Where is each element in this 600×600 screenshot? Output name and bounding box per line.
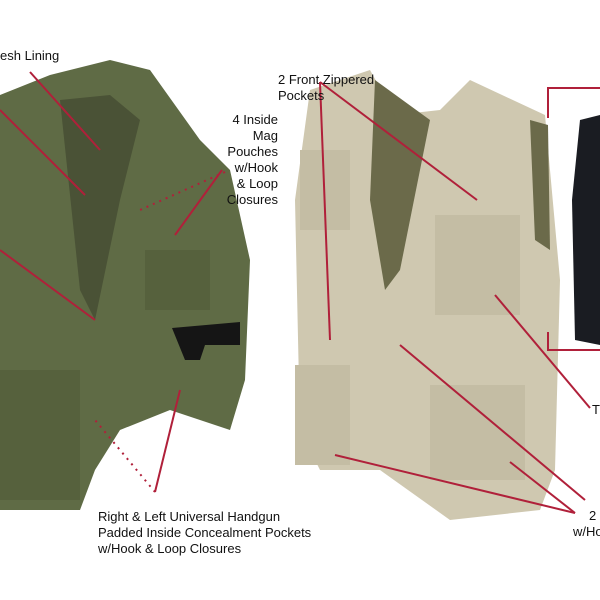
callout-line xyxy=(509,461,576,514)
label-line: Closures xyxy=(226,192,278,207)
olive-vest-mesh xyxy=(60,95,140,320)
callout-line xyxy=(94,419,156,493)
label-handgun-pockets: Right & Left Universal Handgun Padded In… xyxy=(98,509,311,557)
callout-line xyxy=(334,454,576,514)
callout-line xyxy=(494,294,591,409)
callout-line xyxy=(29,71,101,151)
label-line: Right & Left Universal Handgun xyxy=(98,509,281,524)
label-line: w/Hook xyxy=(234,160,278,175)
olive-pocket xyxy=(145,250,210,310)
label-line: Mag xyxy=(252,128,278,143)
khaki-pocket xyxy=(430,385,525,480)
callout-line xyxy=(319,81,478,201)
label-right-who: w/Ho xyxy=(573,524,600,539)
callout-line xyxy=(154,389,181,493)
callout-line xyxy=(0,109,86,196)
label-right-2: 2 xyxy=(589,508,597,523)
callout-bracket xyxy=(547,87,600,351)
label-front-zippered-pockets: 2 Front Zippered Pockets xyxy=(278,72,374,104)
label-mesh-lining: esh Lining xyxy=(0,48,60,63)
callout-line xyxy=(0,249,96,321)
label-line: Pockets xyxy=(278,88,325,103)
khaki-vest-mesh xyxy=(370,80,430,290)
callout-line xyxy=(174,169,223,236)
handgun-icon xyxy=(172,322,240,360)
label-line: 4 Inside xyxy=(232,112,278,127)
label-line: & Loop xyxy=(236,176,278,191)
olive-pocket xyxy=(0,370,80,500)
label-line: 2 Front Zippered xyxy=(278,72,375,87)
callout-line xyxy=(139,171,226,211)
label-line: Pouches xyxy=(227,144,278,159)
khaki-vest-mesh-right xyxy=(530,120,550,250)
label-line: Padded Inside Concealment Pockets xyxy=(98,525,312,540)
label-inside-mag-pouches: 4 Inside Mag Pouches w/Hook & Loop Closu… xyxy=(227,112,278,208)
callout-line xyxy=(399,344,586,501)
label-line: w/Hook & Loop Closures xyxy=(98,541,242,556)
callout-line xyxy=(319,81,331,341)
khaki-pocket xyxy=(435,215,520,315)
label-right-t: T xyxy=(592,402,600,417)
black-vest xyxy=(572,115,600,345)
khaki-pocket xyxy=(295,365,350,465)
